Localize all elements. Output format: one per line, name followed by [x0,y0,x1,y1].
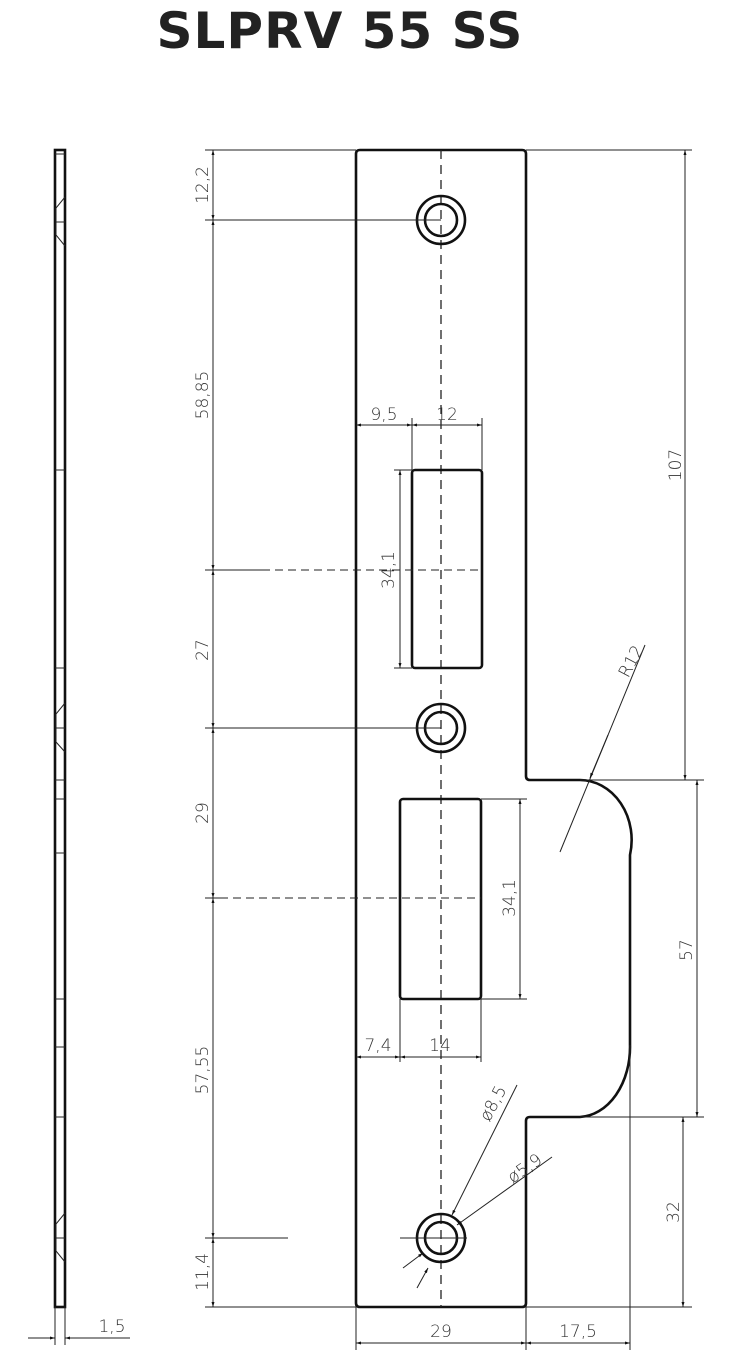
slot-upper [410,468,484,670]
dim-slot-to-hole: 27 [193,639,213,661]
dim-top-offset: 12,2 [193,166,213,204]
right-dimensions: 107 57 32 R12 ø8,5 ø5,9 [402,149,704,1308]
slot-dimensions: 9,5 12 34,1 34,1 7,4 14 [356,405,527,1062]
dim-slot1-height: 34,1 [379,551,399,589]
dim-slot1-width: 12 [436,405,458,425]
screw-hole-bottom [400,1212,467,1264]
dim-total-width: 29 [430,1322,452,1342]
dim-lower-length: 32 [664,1201,684,1223]
dim-bottom-offset: 11,4 [193,1253,213,1291]
dim-slot2-width: 14 [429,1036,451,1056]
dim-slot2-to-hole: 57,55 [193,1046,213,1095]
dim-lip-width: 17,5 [559,1322,597,1342]
dim-hole-outer: ø8,5 [476,1082,511,1124]
dim-lip-length: 57 [677,939,697,961]
dim-slot2-left: 7,4 [364,1036,391,1056]
dim-upper-length: 107 [666,449,686,481]
dim-slot2-height: 34,1 [500,879,520,917]
bottom-dimensions: 29 17,5 1,5 [28,1045,631,1350]
strike-plate-outline [354,148,633,1309]
dim-hole-to-slot: 58,85 [193,371,213,420]
left-dimensions: 12,2 58,85 27 29 57,55 11,4 [193,149,441,1308]
dim-hole-to-slot2: 29 [193,802,213,824]
side-view [53,148,67,1309]
dim-thickness: 1,5 [98,1317,125,1337]
dim-slot1-left: 9,5 [370,405,397,425]
drawing-title: SLPRV 55 SS [156,2,524,60]
slot-lower [398,797,483,1001]
